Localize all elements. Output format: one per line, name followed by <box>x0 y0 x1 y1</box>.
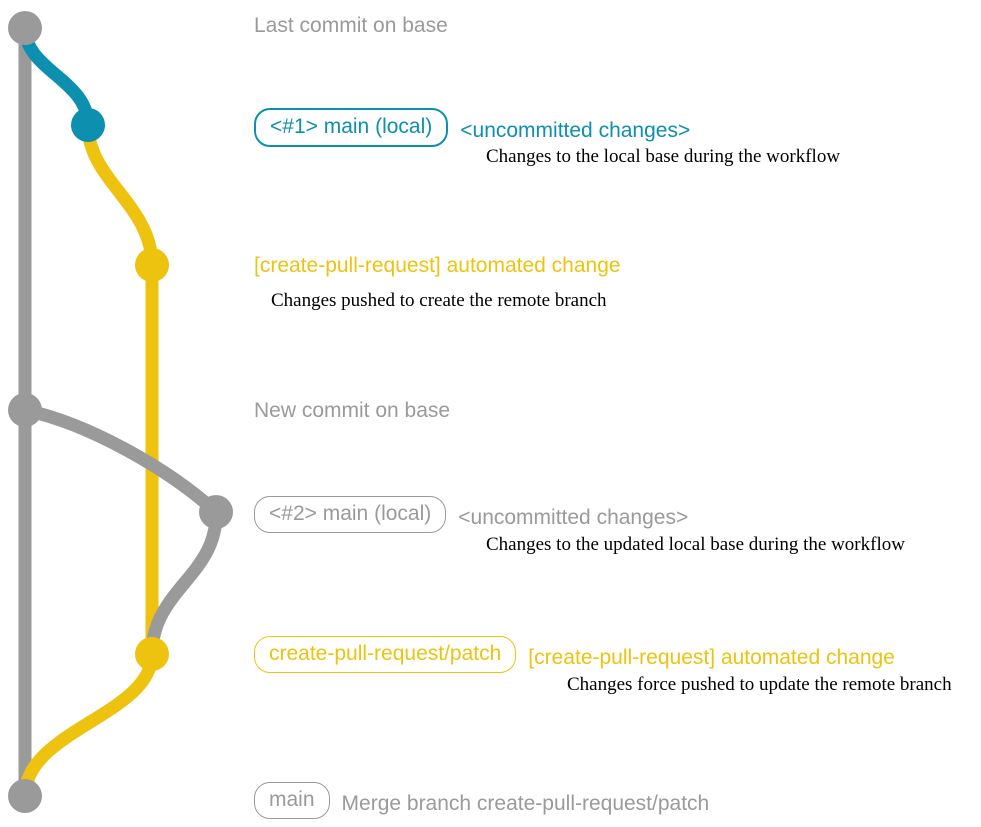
commit-note-local-change-2: Changes to the updated local base during… <box>486 534 905 555</box>
commit-row-merge-commit: main Merge branch create-pull-request/pa… <box>254 782 709 819</box>
commit-note-automated-change-1: Changes pushed to create the remote bran… <box>271 290 607 311</box>
gray-detached-line-out <box>145 505 223 661</box>
gray-detached-line-in <box>18 403 223 519</box>
yellow-branch-line-1 <box>81 118 159 272</box>
yellow-merge-line <box>18 647 159 803</box>
commit-node-local-1[interactable] <box>71 108 105 142</box>
commit-subject: Merge branch create-pull-request/patch <box>341 791 710 815</box>
commit-row-automated-change-2: create-pull-request/patch [create-pull-r… <box>254 636 895 673</box>
commit-subject: [create-pull-request] automated change <box>528 645 895 669</box>
commit-node-base-top[interactable] <box>8 11 42 45</box>
commit-node-patch-1[interactable] <box>135 248 169 282</box>
row-head: <#1> main (local) <uncommitted changes> <box>254 108 690 147</box>
ref-pill-create-pull-request-patch[interactable]: create-pull-request/patch <box>254 636 517 673</box>
commit-row-automated-change-1: [create-pull-request] automated change <box>254 254 621 278</box>
ref-pill-main-local-2[interactable]: <#2> main (local) <box>254 496 447 533</box>
commit-subject: [create-pull-request] automated change <box>254 254 621 277</box>
row-head: Last commit on base <box>254 14 448 38</box>
commit-node-local-2[interactable] <box>199 495 233 529</box>
commit-node-patch-2[interactable] <box>135 637 169 671</box>
commit-node-base-merge[interactable] <box>8 779 42 813</box>
commit-row-new-commit-on-base: New commit on base <box>254 399 450 423</box>
row-head: New commit on base <box>254 399 450 423</box>
commit-row-local-change-2: <#2> main (local) <uncommitted changes> <box>254 496 688 533</box>
commit-note-local-change-1: Changes to the local base during the wor… <box>486 146 841 167</box>
commit-graph <box>8 11 233 813</box>
ref-pill-main[interactable]: main <box>254 782 330 819</box>
row-head: main Merge branch create-pull-request/pa… <box>254 782 709 819</box>
row-head: [create-pull-request] automated change <box>254 254 621 278</box>
commit-row-local-change-1: <#1> main (local) <uncommitted changes> <box>254 108 690 147</box>
commit-subject: <uncommitted changes> <box>460 118 691 142</box>
commit-subject: <uncommitted changes> <box>458 505 689 529</box>
ref-pill-main-local-1[interactable]: <#1> main (local) <box>254 108 449 147</box>
commit-subject: Last commit on base <box>254 14 448 37</box>
commit-note-automated-change-2: Changes force pushed to update the remot… <box>567 674 952 695</box>
row-head: <#2> main (local) <uncommitted changes> <box>254 496 688 533</box>
commit-node-base-new[interactable] <box>8 393 42 427</box>
commit-subject: New commit on base <box>254 399 451 422</box>
row-head: create-pull-request/patch [create-pull-r… <box>254 636 895 673</box>
commit-row-last-commit-on-base: Last commit on base <box>254 14 448 38</box>
